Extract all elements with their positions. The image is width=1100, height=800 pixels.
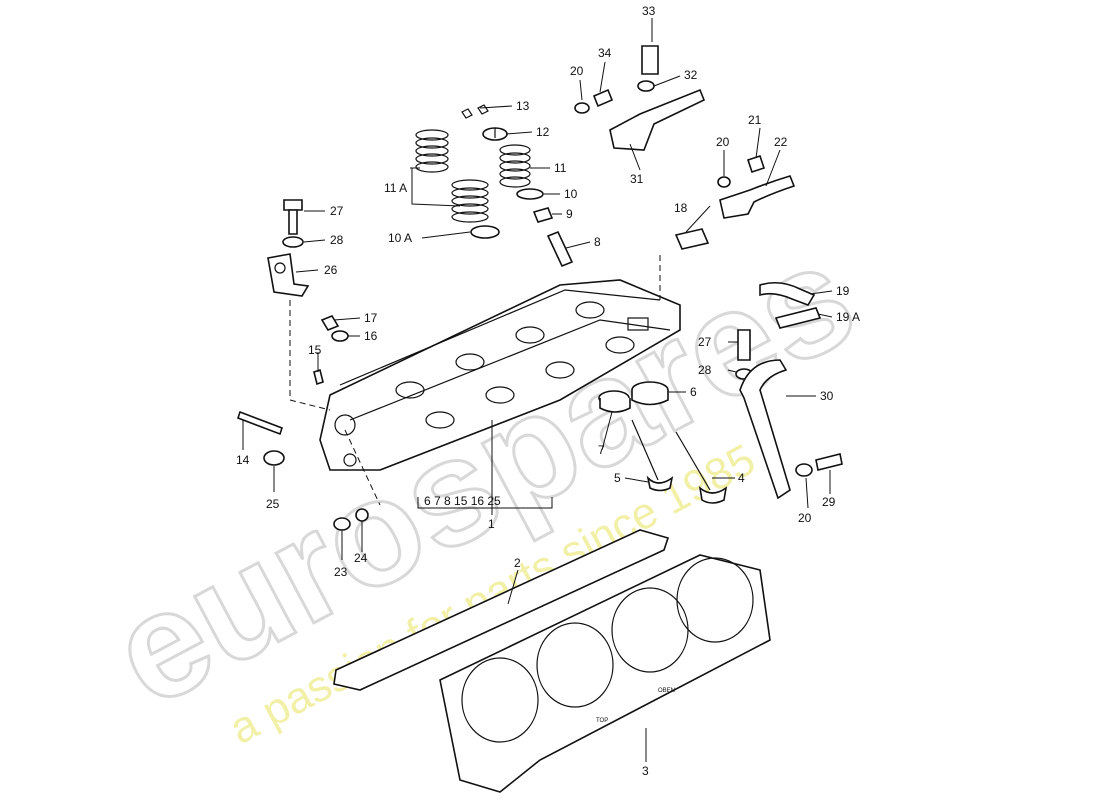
label-10: 10 <box>564 187 578 201</box>
label-22: 22 <box>774 135 788 149</box>
label-5: 5 <box>614 471 621 485</box>
valves <box>598 381 728 504</box>
label-24: 24 <box>354 551 368 565</box>
label-8: 8 <box>594 235 601 249</box>
label-3: 3 <box>642 764 649 778</box>
label-28-left: 28 <box>330 233 344 247</box>
label-25: 25 <box>266 497 280 511</box>
label-11a: 11 A <box>384 181 407 195</box>
label-32: 32 <box>684 68 698 82</box>
label-7: 7 <box>598 443 605 457</box>
label-20-right: 20 <box>716 135 730 149</box>
label-12: 12 <box>536 125 550 139</box>
label-27-left: 27 <box>330 204 344 218</box>
label-14: 14 <box>236 453 250 467</box>
leader-lines <box>242 18 833 762</box>
label-19: 19 <box>836 284 850 298</box>
label-21: 21 <box>748 113 762 127</box>
gasket-mark-top: TOP <box>596 718 608 724</box>
label-20-bottom: 20 <box>798 511 812 525</box>
label-17: 17 <box>364 311 378 325</box>
head-gaskets: TOP OBEN <box>333 529 771 793</box>
hardware <box>236 45 843 531</box>
label-28-right: 28 <box>698 363 712 377</box>
label-20-top: 20 <box>570 64 584 78</box>
label-18: 18 <box>674 201 688 215</box>
label-30: 30 <box>820 389 834 403</box>
label-9: 9 <box>566 207 573 221</box>
label-31: 31 <box>630 172 644 186</box>
label-13: 13 <box>516 99 530 113</box>
assembly-lines <box>289 255 661 506</box>
label-34: 34 <box>598 46 612 60</box>
label-11: 11 <box>554 161 567 175</box>
label-23: 23 <box>334 565 348 579</box>
label-29: 29 <box>822 495 836 509</box>
label-33: 33 <box>642 4 656 18</box>
label-16: 16 <box>364 329 378 343</box>
label-15: 15 <box>308 343 322 357</box>
label-6: 6 <box>690 385 697 399</box>
label-19a: 19 A <box>836 310 860 324</box>
label-2: 2 <box>514 556 521 570</box>
label-10a: 10 A <box>388 231 412 245</box>
gasket-mark-oben: OBEN <box>658 688 675 694</box>
label-27-right: 27 <box>698 335 712 349</box>
part-labels: 33 34 20 32 31 21 20 22 13 12 11 11 A 10… <box>236 4 860 778</box>
label-26: 26 <box>324 263 338 277</box>
cylinder-head <box>319 279 681 471</box>
label-1: 1 <box>488 517 495 531</box>
label-group: 6 7 8 15 16 25 <box>424 494 501 508</box>
label-4: 4 <box>738 471 745 485</box>
